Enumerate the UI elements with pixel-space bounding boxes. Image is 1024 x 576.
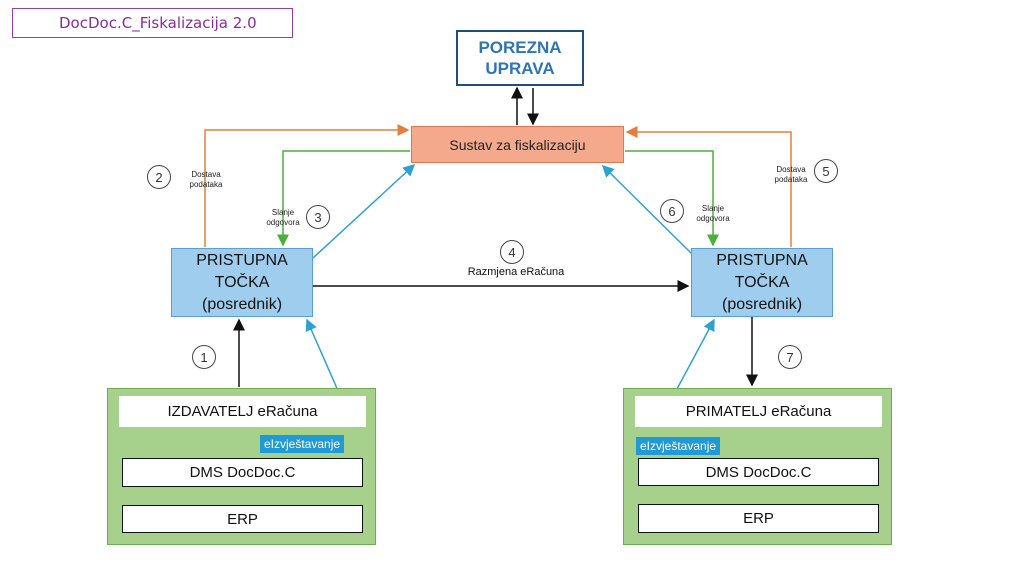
step-4-badge: 4 [500,240,524,264]
sustav-box: Sustav za fiskalizaciju [411,126,624,163]
pt-right-line3: (posrednik) [721,295,803,313]
pt-left-line2: TOČKA [214,273,270,291]
dostava-right-line1: Dostava [776,165,806,174]
erp-right-box: ERP [638,504,879,533]
primatelj-container: PRIMATELJ eRačuna eIzvještavanje DMS Doc… [623,388,892,545]
step-6-badge: 6 [660,199,684,223]
pt-right-line1: PRISTUPNA [716,251,808,269]
step-2-badge: 2 [147,165,171,189]
arrow-dostava-right [625,126,792,247]
dostava-left-line1: Dostava [191,170,221,179]
izdavatelj-label: IZDAVATELJ eRačuna [119,396,366,427]
dms-right-box: DMS DocDoc.C [638,458,879,486]
slanje-right-label: Slanje odgovora [692,204,734,224]
pt-right-line2: TOČKA [734,273,790,291]
arrow-slanje-right [625,150,719,247]
arrow-pt-left-to-sustav [312,163,416,259]
step-5-badge: 5 [814,159,838,183]
pristupna-tocka-right: PRISTUPNA TOČKA (posrednik) [691,248,833,317]
porezna-uprava-box: POREZNA UPRAVA [456,30,584,86]
step-3-badge: 3 [306,205,330,229]
sustav-label: Sustav za fiskalizaciju [449,136,586,153]
slanje-right-line2: odgovora [696,214,730,223]
diagram-title-text: DocDoc.C_Fiskalizacija 2.0 [59,14,257,32]
dms-left-box: DMS DocDoc.C [122,458,363,487]
slanje-left-line1: Slanje [271,208,295,217]
pristupna-tocka-left: PRISTUPNA TOČKA (posrednik) [171,248,313,317]
dostava-left-line2: podataka [189,180,223,189]
slanje-left-label: Slanje odgovora [262,208,304,228]
razmjena-label: Razmjena eRačuna [467,266,565,278]
arrow-slanje-left [277,150,410,247]
step-7-badge: 7 [778,345,802,369]
izdavatelj-container: IZDAVATELJ eRačuna eIzvještavanje DMS Do… [107,388,376,545]
eizvjestavanje-left-badge: eIzvještavanje [260,435,345,453]
porezna-line1: POREZNA [478,38,562,57]
erp-left-box: ERP [122,505,363,533]
slanje-left-line2: odgovora [266,218,300,227]
slanje-right-line1: Slanje [701,204,725,213]
pt-left-line3: (posrednik) [201,295,283,313]
dostava-right-label: Dostava podataka [768,165,814,185]
step-1-badge: 1 [192,345,216,369]
arrow-dostava-left [204,124,410,247]
diagram-title: DocDoc.C_Fiskalizacija 2.0 [12,8,293,38]
primatelj-label: PRIMATELJ eRačuna [635,396,882,427]
dostava-right-line2: podataka [774,175,808,184]
arrow-pt-right-to-sustav [601,164,692,254]
dostava-left-label: Dostava podataka [183,170,229,190]
pt-left-line1: PRISTUPNA [196,251,288,269]
eizvjestavanje-right-badge: eIzvještavanje [636,437,721,455]
porezna-line2: UPRAVA [485,59,555,78]
